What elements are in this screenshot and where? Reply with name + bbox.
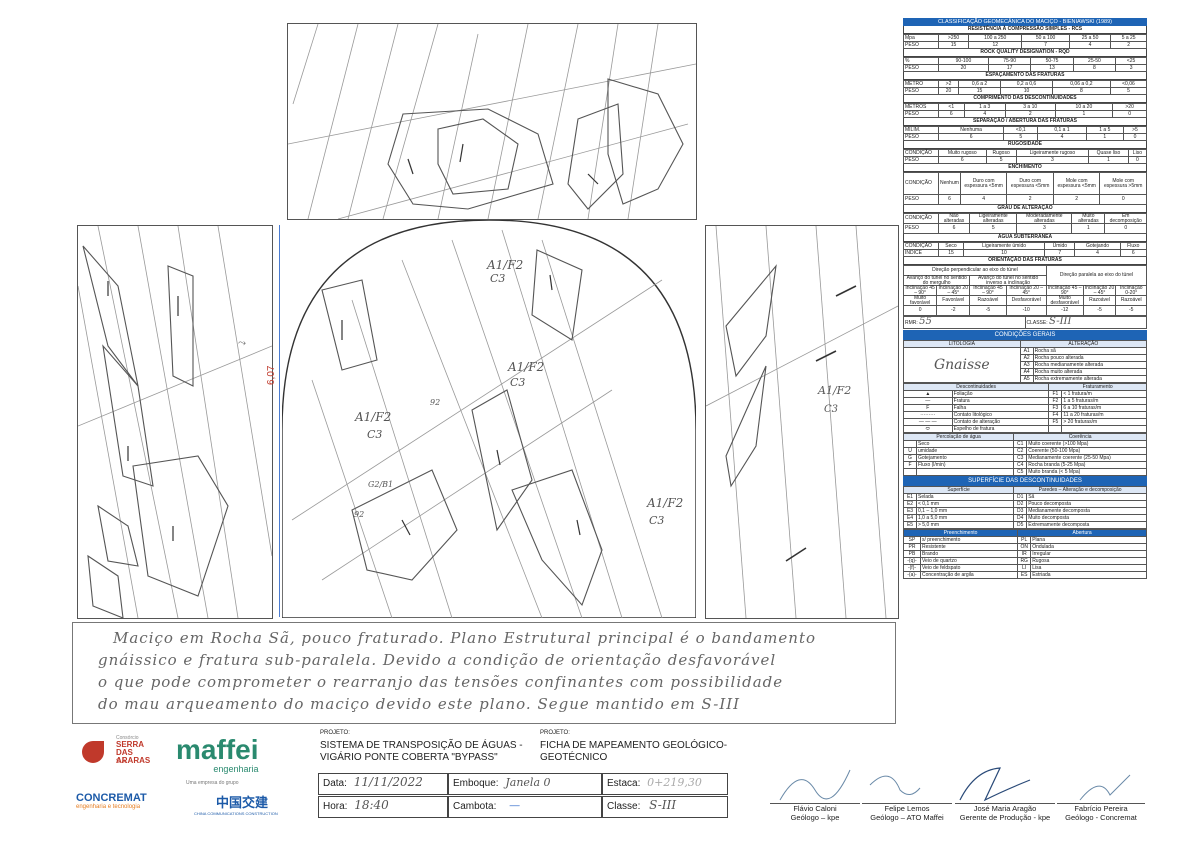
rug-title: RUGOSIDADE <box>903 141 1147 149</box>
note-line-4: do mau arqueamento do maciço devido este… <box>98 695 741 713</box>
crcc-logo: 中国交建 CHINA COMMUNICATIONS CONSTRUCTION <box>194 792 278 816</box>
esp-title: ESPAÇAMENTO DAS FRATURAS <box>903 72 1147 80</box>
tunnel-label-1b: C3 <box>490 272 506 285</box>
maffei-logo: maffei engenharia <box>176 734 259 775</box>
sketch-top-panel <box>287 23 697 220</box>
tunnel-label-4b: C3 <box>649 514 665 527</box>
cond-title: CONDIÇÕES GERAIS <box>903 330 1147 340</box>
concremat-sub: engenharia e tecnologia <box>76 804 141 810</box>
tunnel-label-2: A1/F2 <box>508 360 545 374</box>
tunnel-label-2b: C3 <box>510 376 526 389</box>
strike-label-2: 92 <box>354 510 365 519</box>
serra-logo: Consórcio SERRA DAS ARARAS S.A <box>80 735 160 783</box>
tunnel-label-1: A1/F2 <box>487 258 524 272</box>
tunnel-label-3b: C3 <box>367 428 383 441</box>
ab-title: SEPARAÇÃO / ABERTURA DAS FRATURAS <box>903 118 1147 126</box>
height-dimension-label: 6,07 <box>266 365 277 385</box>
cambota-field: Cambota: — <box>448 796 602 818</box>
logo1-num: S.A <box>116 759 126 765</box>
maffei-name: maffei <box>176 734 259 765</box>
svg-text:⤳: ⤳ <box>238 338 246 349</box>
class-value: S-III <box>1049 316 1072 327</box>
logo1-name: SERRA DAS ARARAS <box>116 740 151 765</box>
sketch-left-panel: ⤳ <box>77 225 273 619</box>
projeto2-label: PROJETO: <box>540 730 570 736</box>
ori-title: ORIENTAÇÃO DAS FRATURAS <box>903 257 1147 265</box>
litologia-value: Gnaisse <box>903 347 1021 383</box>
crcc-pre: Uma empresa do grupo <box>186 780 239 786</box>
note-line-3: o que pode comprometer o rearranjo das t… <box>98 673 784 691</box>
ench-title: ENCHIMENTO <box>903 164 1147 172</box>
maffei-sub: engenharia <box>213 764 259 774</box>
macaw-icon <box>82 741 104 763</box>
sketch-tunnel-panel: A1/F2 C3 A1/F2 C3 A1/F2 C3 A1/F2 C3 92 9… <box>282 220 696 618</box>
agua-title: ÁGUA SUBTERRÂNEA <box>903 234 1147 242</box>
comp-title: COMPRIMENTO DAS DESCONTINUIDADES <box>903 95 1147 103</box>
rmr-classification-table: CLASSIFICAÇÃO GEOMECÂNICA DO MACIÇO - BI… <box>902 18 1148 579</box>
estaca-field: Estaca: 0+219,30 <box>602 773 728 795</box>
rqd-title: ROCK QUALITY DESIGNATION - RQD <box>903 49 1147 57</box>
concremat-name: CONCREMAT <box>76 792 147 804</box>
crcc-sub: CHINA COMMUNICATIONS CONSTRUCTION <box>194 811 278 816</box>
data-field: Data: 11/11/2022 <box>318 773 448 795</box>
rmr-title: CLASSIFICAÇÃO GEOMECÂNICA DO MACIÇO - BI… <box>903 18 1147 26</box>
emboque-field: Emboque: Janela 0 <box>448 773 602 795</box>
height-dimension-line <box>279 225 280 617</box>
rmr-value: 55 <box>919 316 932 327</box>
logo1-sub: Consórcio <box>116 735 139 741</box>
sup-bar: SUPERFÍCIE DAS DESCONTINUIDADES <box>903 476 1147 486</box>
right-label: A1/F2 <box>818 384 852 397</box>
alt-title: GRAU DE ALTERAÇÃO <box>903 205 1147 213</box>
projeto-label: PROJETO: <box>320 730 350 736</box>
tunnel-label-3: A1/F2 <box>355 410 392 424</box>
sketch-right-panel: A1/F2 C3 <box>705 225 899 619</box>
projeto2-value: FICHA DE MAPEAMENTO GEOLÓGICO-GEOTÉCNICO <box>540 740 728 763</box>
sketch-left-drawing: ⤳ <box>78 226 272 618</box>
observations-box: Maciço em Rocha Sã, pouco fraturado. Pla… <box>72 622 896 724</box>
crcc-name: 中国交建 <box>216 795 269 810</box>
hora-field: Hora: 18:40 <box>318 796 448 818</box>
strike-label-1: 92 <box>430 398 441 407</box>
note-line-1: Maciço em Rocha Sã, pouco fraturado. Pla… <box>113 629 817 647</box>
projeto-value: SISTEMA DE TRANSPOSIÇÃO DE ÁGUAS - VIGÁR… <box>320 740 523 763</box>
concremat-logo: CONCREMAT engenharia e tecnologia <box>76 792 147 810</box>
tunnel-label-4: A1/F2 <box>647 496 684 510</box>
signatures-drawing <box>779 767 1131 802</box>
tunnel-section-drawing <box>282 220 696 618</box>
strike-label-3: G2/B1 <box>368 480 394 489</box>
rcs-title: RESISTÊNCIA À COMPRESSÃO SIMPLES - RCS <box>903 26 1147 34</box>
sketch-top-drawing <box>288 24 696 219</box>
classe-field: Classe: S-III <box>602 796 728 818</box>
sketch-right-drawing <box>706 226 898 618</box>
note-line-2: gnáissico e fratura sub-paralela. Devido… <box>98 651 777 669</box>
right-label-2: C3 <box>824 404 839 415</box>
